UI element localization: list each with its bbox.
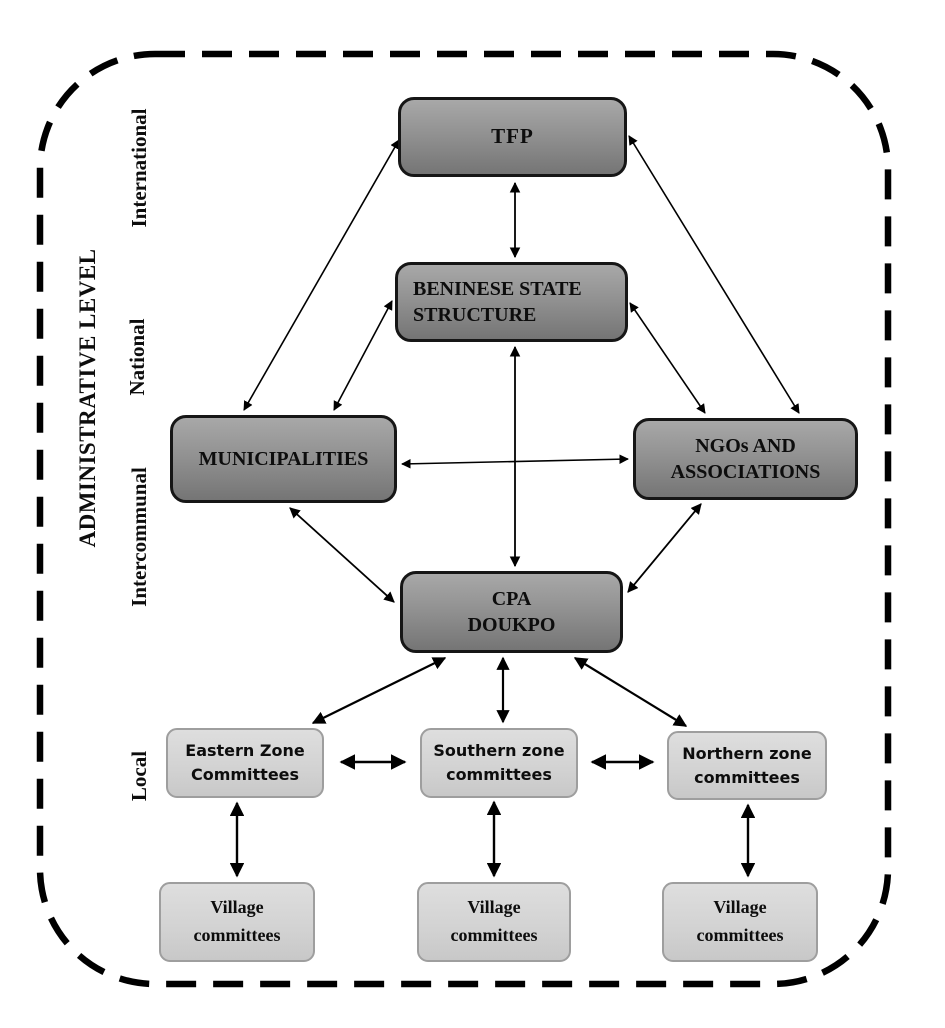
level-label-local: Local: [127, 750, 151, 802]
node-village-south-line1: Village: [467, 897, 521, 918]
axis-title-administrative-level: ADMINISTRATIVE LEVEL: [75, 248, 100, 548]
node-cpa-line1: CPA: [491, 588, 532, 610]
node-village-committees-south: Village committees: [417, 882, 571, 962]
node-tfp-label: TFP: [491, 124, 534, 149]
node-southern-line1: Southern zone: [433, 741, 565, 760]
node-village-north-line2: committees: [696, 925, 784, 945]
arrow-state-municipalities: [333, 300, 393, 411]
node-northern-line2: committees: [694, 767, 800, 787]
node-village-north-line1: Village: [713, 897, 767, 918]
node-village-committees-north: Village committees: [662, 882, 818, 962]
arrow-municipalities-ngos: [401, 454, 629, 469]
node-village-south-line2: committees: [450, 925, 538, 945]
node-village-committees-east: Village committees: [159, 882, 315, 962]
node-ngos-line2: ASSOCIATIONS: [670, 461, 821, 483]
node-southern-line2: committees: [446, 765, 552, 784]
arrow-state-ngos: [629, 302, 706, 414]
node-eastern-line2: Committees: [190, 765, 300, 784]
node-state-line2: STRUCTURE: [413, 304, 537, 326]
node-eastern-line1: Eastern Zone: [185, 741, 305, 760]
node-beninese-state-structure: BENINESE STATE STRUCTURE: [395, 262, 628, 342]
arrow-cpa-eastern: [311, 657, 447, 724]
level-label-intercommunal: Intercommunal: [127, 467, 151, 607]
node-municipalities-label: MUNICIPALITIES: [198, 448, 369, 470]
node-eastern-zone-committees: Eastern Zone Committees: [166, 728, 324, 798]
node-cpa-doukpo: CPA DOUKPO: [400, 571, 623, 653]
level-label-national: National: [125, 318, 149, 396]
dashed-boundary: [36, 50, 892, 988]
arrow-ngos-cpa: [627, 503, 702, 593]
node-state-line1: BENINESE STATE: [413, 278, 582, 300]
node-ngos-and-associations: NGOs AND ASSOCIATIONS: [633, 418, 858, 500]
arrow-tfp-ngos: [628, 135, 800, 414]
node-municipalities: MUNICIPALITIES: [170, 415, 397, 503]
node-northern-line1: Northern zone: [682, 743, 812, 763]
node-village-east-line2: committees: [193, 925, 281, 945]
node-tfp: TFP: [398, 97, 627, 177]
node-village-east-line1: Village: [210, 897, 264, 918]
node-cpa-line2: DOUKPO: [467, 614, 556, 636]
node-ngos-line1: NGOs AND: [695, 435, 796, 457]
node-southern-zone-committees: Southern zone committees: [420, 728, 578, 798]
arrow-cpa-northern: [573, 657, 688, 727]
level-label-international: International: [127, 108, 151, 228]
arrow-tfp-municipalities: [243, 139, 400, 411]
arrow-municipalities-cpa: [289, 507, 395, 603]
node-northern-zone-committees: Northern zone committees: [667, 731, 827, 800]
